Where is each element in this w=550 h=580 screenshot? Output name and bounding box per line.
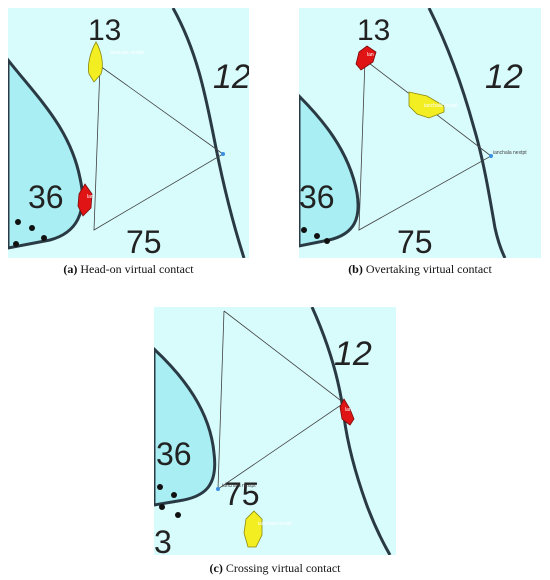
route-line (217, 310, 345, 490)
depth-label: 3 (154, 524, 172, 555)
route-line (93, 65, 224, 231)
caption-text: Crossing virtual contact (225, 561, 341, 575)
waypoint-marker (216, 487, 220, 491)
depth-label: 36 (156, 436, 192, 472)
coastline (427, 8, 507, 258)
chart-head-on: 13 12 36 75 ianchala nextpt lan (8, 8, 249, 258)
caption-crossing: (c) Crossing virtual contact (154, 561, 396, 576)
sounding-dots (13, 219, 47, 247)
depth-label: 13 (88, 14, 121, 47)
depth-label: 12 (485, 58, 523, 96)
own-ship (408, 91, 445, 119)
coastline (310, 307, 392, 555)
shallow-water-area (154, 346, 217, 507)
shallow-water-area (299, 93, 360, 248)
target-ship-label: lan (367, 52, 374, 58)
depth-label: 75 (126, 224, 162, 258)
panel-overtaking: 13 12 36 75 ianchala nextpt lan ianchala… (299, 8, 541, 258)
waypoint-marker (221, 152, 225, 156)
target-ship (77, 183, 93, 217)
target-ship-label: lan (345, 407, 352, 413)
depth-label: 12 (334, 335, 372, 373)
caption-text: Overtaking virtual contact (365, 262, 492, 276)
target-ship-label: lan (87, 194, 94, 200)
caption-text: Head-on virtual contact (80, 262, 194, 276)
caption-tag: (a) (63, 262, 78, 276)
shallow-water-area (8, 57, 84, 250)
caption-tag: (c) (209, 561, 223, 575)
coastline (171, 8, 246, 258)
depth-label: 36 (28, 179, 64, 215)
target-ship (355, 45, 377, 71)
panel-crossing: 12 36 75 3 ianchala nextpt lan ianchala … (154, 307, 396, 555)
own-ship-label: ianchala nextpt (110, 50, 144, 56)
caption-overtaking: (b) Overtaking virtual contact (299, 262, 541, 277)
waypoint-marker (489, 154, 493, 158)
depth-label: 75 (397, 224, 433, 258)
waypoint-label: ianchala nextpt (493, 150, 527, 156)
depth-label: 36 (299, 179, 335, 215)
caption-head-on: (a) Head-on virtual contact (8, 262, 249, 277)
chart-overtaking: 13 12 36 75 ianchala nextpt lan ianchala… (299, 8, 541, 258)
caption-tag: (b) (348, 262, 363, 276)
chart-crossing: 12 36 75 3 ianchala nextpt lan ianchala … (154, 307, 396, 555)
waypoint-label: ianchala nextpt (222, 483, 256, 489)
own-ship (88, 41, 103, 83)
sounding-dots (301, 227, 330, 244)
panel-head-on: 13 12 36 75 ianchala nextpt lan (8, 8, 249, 258)
own-ship (243, 510, 263, 548)
own-ship-label: ianchala nextpt (424, 103, 458, 109)
own-ship-label: ianchala nextpt (258, 521, 292, 527)
depth-label: 75 (224, 476, 260, 512)
depth-label: 13 (357, 14, 390, 47)
target-ship (339, 398, 355, 426)
depth-label: 12 (213, 58, 249, 96)
sounding-dots (157, 484, 181, 518)
